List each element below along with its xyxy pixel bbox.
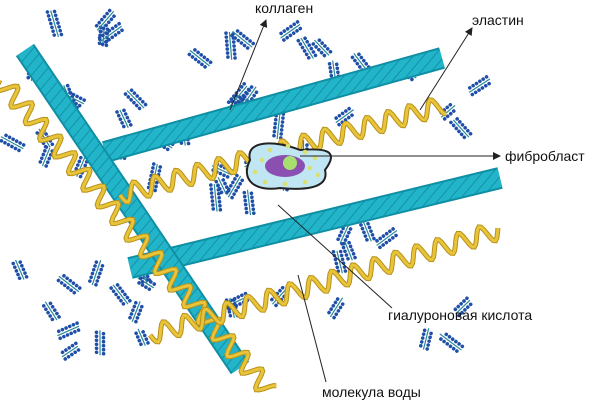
label-fibroblast: фибробласт xyxy=(505,148,585,164)
elastin-pointer xyxy=(419,27,473,111)
hyaluronic-acid-molecule xyxy=(123,88,148,111)
elastin-fiber xyxy=(0,80,277,392)
hyaluronic-acid-molecule xyxy=(45,9,64,38)
hyaluronic-acid-molecule xyxy=(311,38,333,58)
hyaluronic-acid-molecule xyxy=(296,36,318,60)
hyaluronic-acid-molecule xyxy=(109,283,132,306)
hyaluronic-acid-molecule xyxy=(115,108,133,129)
hyaluronic-acid-molecule xyxy=(209,183,223,212)
hyaluronic-acid-molecule xyxy=(327,297,345,320)
granule xyxy=(252,169,258,175)
hyaluronic-acid-molecule xyxy=(56,321,81,341)
hyaluronic-acid-molecule xyxy=(38,145,55,168)
hyaluronic-acid-molecule xyxy=(279,20,303,42)
hyaluronic-acid-pointer xyxy=(277,204,393,309)
hyaluronic-acid-molecule xyxy=(134,328,150,347)
hyaluronic-acid-molecule xyxy=(94,8,116,34)
water-molecule-pointer xyxy=(297,274,327,383)
collagen-pointer xyxy=(229,19,268,111)
granule xyxy=(302,179,308,185)
hyaluronic-acid-molecule xyxy=(453,296,473,318)
hyaluronic-acid-molecule xyxy=(242,189,256,216)
granule xyxy=(262,179,268,185)
collagen-fiber xyxy=(102,49,445,161)
hyaluronic-acid-molecule xyxy=(230,29,256,50)
hyaluronic-acid-molecule xyxy=(225,173,244,200)
hyaluronic-acid-molecule xyxy=(94,330,106,356)
granule xyxy=(312,155,318,161)
label-elastin: эластин xyxy=(472,12,524,28)
collagen-fiber xyxy=(127,169,503,277)
nucleolus xyxy=(283,156,297,170)
label-collagen: коллаген xyxy=(255,0,314,16)
hyaluronic-acid-molecule xyxy=(449,117,473,140)
granule xyxy=(307,165,313,171)
hyaluronic-acid-molecule xyxy=(0,133,26,153)
elastin-fiber xyxy=(148,225,500,344)
hyaluronic-acid-molecule xyxy=(56,274,82,295)
granule xyxy=(267,147,273,153)
fibroblast-cell xyxy=(245,142,332,190)
granule xyxy=(302,149,308,155)
hyaluronic-acid-molecule xyxy=(11,259,29,281)
hyaluronic-acid-molecule xyxy=(72,155,89,179)
hyaluronic-acid-molecule xyxy=(439,332,465,353)
hyaluronic-acid-molecule xyxy=(359,220,376,242)
hyaluronic-acid-molecule xyxy=(214,176,231,195)
hyaluronic-acid-molecule xyxy=(340,240,357,261)
hyaluronic-acid-molecule xyxy=(334,106,355,127)
label-pointer-lines xyxy=(229,19,501,383)
hyaluronic-acid-molecule xyxy=(375,227,398,250)
label-hyaluronic-acid: гиалуроновая кислота xyxy=(388,307,533,323)
granule xyxy=(282,181,288,187)
elastin-fibers xyxy=(0,80,501,393)
hyaluronic-acid-molecule xyxy=(41,301,61,322)
hyaluronic-acid-molecule xyxy=(128,300,144,324)
hyaluronic-acid-molecule xyxy=(187,48,213,69)
granule xyxy=(285,143,291,149)
granule xyxy=(315,172,321,178)
hyaluronic-acid-molecule xyxy=(467,75,491,97)
hyaluronic-acid-molecule xyxy=(418,328,433,351)
hyaluronic-acid-molecule xyxy=(97,21,124,47)
hyaluronic-acid-molecule xyxy=(60,341,81,361)
label-water-molecule: молекула воды xyxy=(322,384,421,400)
hyaluronic-acid-molecule xyxy=(88,259,105,287)
granule xyxy=(259,157,265,163)
